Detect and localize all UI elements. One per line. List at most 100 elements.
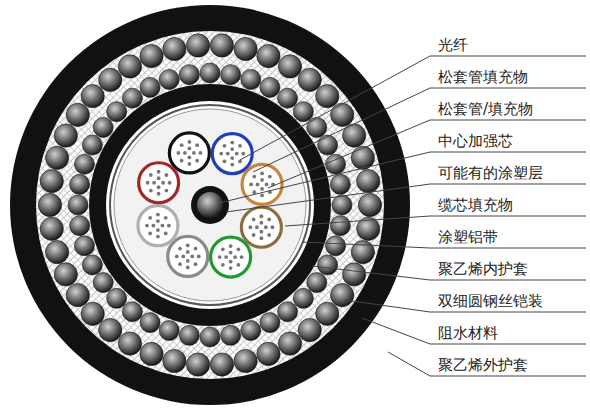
steel-wire	[140, 313, 160, 333]
leader-line	[268, 120, 586, 188]
optical-fiber	[267, 218, 271, 222]
optical-fiber	[181, 254, 185, 258]
optical-fiber	[187, 162, 191, 166]
optical-fiber	[157, 185, 161, 189]
steel-wire	[210, 353, 233, 376]
tube-wall	[138, 206, 178, 246]
part-label: 可能有的涂塑层	[438, 164, 543, 182]
optical-fiber	[230, 156, 234, 160]
optical-fiber	[145, 224, 149, 228]
steel-wire	[40, 170, 63, 193]
steel-wire	[118, 55, 141, 78]
steel-wire	[74, 154, 94, 174]
optical-fiber	[178, 262, 182, 266]
steel-wire	[278, 88, 298, 108]
tube-wall	[212, 134, 252, 174]
optical-fiber	[240, 255, 244, 259]
steel-wire	[293, 288, 313, 308]
optical-fiber	[252, 233, 256, 237]
optical-fiber	[238, 159, 242, 163]
optical-fiber	[178, 247, 182, 251]
optical-fiber	[267, 233, 271, 237]
optical-fiber	[157, 176, 161, 180]
optical-fiber	[187, 147, 191, 151]
leader-line	[219, 152, 586, 203]
optical-fiber	[238, 144, 242, 148]
steel-wire	[234, 349, 257, 372]
optical-fiber	[149, 173, 153, 177]
steel-wire	[122, 302, 142, 322]
optical-fiber	[221, 247, 225, 251]
steel-wire	[93, 273, 113, 293]
optical-fiber	[156, 213, 160, 217]
optical-fiber	[180, 143, 184, 147]
steel-wire	[278, 302, 298, 322]
optical-fiber	[197, 254, 201, 258]
optical-fiber	[152, 224, 156, 228]
optical-fiber	[256, 182, 260, 186]
leader-line	[285, 216, 586, 226]
steel-wire	[70, 174, 90, 194]
central-strength-member	[197, 192, 223, 218]
steel-wire	[326, 236, 346, 256]
tube-wall	[168, 236, 208, 276]
optical-fiber	[186, 243, 190, 247]
steel-wire	[140, 77, 160, 97]
optical-fiber	[161, 224, 165, 228]
steel-wire	[179, 325, 199, 345]
steel-wire	[159, 321, 179, 341]
steel-wire	[293, 102, 313, 122]
steel-wire	[81, 85, 104, 108]
optical-fiber	[224, 255, 228, 259]
steel-wire	[122, 88, 142, 108]
leader-line	[240, 56, 586, 160]
steel-wire	[330, 174, 350, 194]
loose-tube	[211, 237, 251, 277]
steel-wire	[357, 170, 380, 193]
optical-fiber	[194, 262, 198, 266]
loose-tube	[212, 134, 252, 174]
inner-sheath	[89, 84, 331, 326]
optical-fiber	[186, 259, 190, 263]
part-label: 聚乙烯内护套	[438, 260, 528, 278]
steel-wire	[163, 349, 186, 372]
part-label: 中心加强芯	[438, 132, 513, 150]
steel-wire	[298, 68, 321, 91]
steel-wire	[200, 327, 220, 347]
steel-wire	[331, 103, 354, 126]
steel-wire	[260, 313, 280, 333]
optical-fiber	[229, 260, 233, 264]
optical-fiber	[180, 159, 184, 163]
steel-wire	[68, 195, 88, 215]
steel-wire	[200, 63, 220, 83]
steel-wire	[330, 216, 350, 236]
optical-fiber	[260, 178, 264, 182]
optical-fiber	[148, 231, 152, 235]
loose-tube	[138, 206, 178, 246]
optical-fiber	[259, 230, 263, 234]
optical-fiber	[157, 170, 161, 174]
steel-wire	[298, 318, 321, 341]
steel-wire	[234, 37, 257, 60]
optical-fiber	[167, 224, 171, 228]
optical-fiber	[241, 152, 245, 156]
tube-wall	[139, 163, 179, 203]
optical-fiber	[270, 225, 274, 229]
steel-wire	[107, 288, 127, 308]
steel-wire	[46, 241, 69, 264]
part-label: 阻水材料	[438, 324, 498, 342]
steel-wire	[179, 65, 199, 85]
optical-fiber	[186, 250, 190, 254]
steel-wire	[332, 195, 352, 215]
optical-fiber	[149, 189, 153, 193]
optical-fiber	[187, 140, 191, 144]
optical-fiber	[265, 182, 269, 186]
steel-wire	[241, 69, 261, 89]
steel-wire	[118, 332, 141, 355]
tube-wall	[241, 207, 281, 247]
optical-fiber	[176, 151, 180, 155]
optical-fiber	[195, 159, 199, 163]
steel-wire	[221, 325, 241, 345]
steel-wire	[343, 263, 366, 286]
optical-fiber	[249, 182, 253, 186]
